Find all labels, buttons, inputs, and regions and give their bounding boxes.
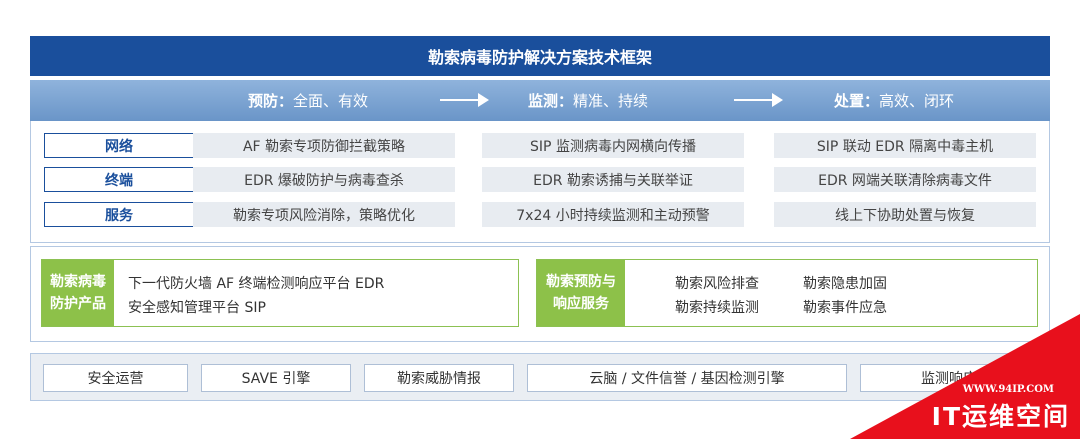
- cell-endpoint-handle: EDR 网端关联清除病毒文件: [774, 167, 1036, 192]
- service-item: 勒索事件应急: [803, 300, 887, 316]
- cell-endpoint-monitor: EDR 勒索诱捕与关联举证: [482, 167, 744, 192]
- cell-network-handle: SIP 联动 EDR 隔离中毒主机: [774, 133, 1036, 158]
- engine-box: SAVE 引擎: [201, 364, 351, 392]
- service-item: 勒索隐患加固: [803, 276, 887, 292]
- services-label-line1: 勒索预防与: [546, 274, 616, 290]
- row-label-network: 网络: [44, 133, 194, 158]
- products-box: 勒索病毒 防护产品 下一代防火墙 AF 终端检测响应平台 EDR 安全感知管理平…: [41, 259, 519, 327]
- engine-box: 安全运营: [43, 364, 188, 392]
- principle-prevent-sep: ：: [278, 92, 294, 110]
- principle-handle-label: 处置: [834, 92, 865, 110]
- service-item: 勒索持续监测: [675, 300, 759, 316]
- watermark-url: WWW.94IP.COM: [962, 384, 1054, 395]
- principles-bar: 预防：全面、有效 监测：精准、持续 处置：高效、闭环: [30, 80, 1050, 121]
- row-label-endpoint: 终端: [44, 167, 194, 192]
- watermark-name: IT运维空间: [931, 402, 1070, 431]
- principle-handle-text: 高效、闭环: [879, 92, 955, 110]
- principle-handle-sep: ：: [864, 92, 880, 110]
- capability-matrix: 网络 AF 勒索专项防御拦截策略 SIP 监测病毒内网横向传播 SIP 联动 E…: [30, 121, 1050, 243]
- engine-box: 云脑 / 文件信誉 / 基因检测引擎: [527, 364, 847, 392]
- services-label-line2: 响应服务: [553, 296, 609, 312]
- services-box: 勒索预防与 响应服务 勒索风险排查 勒索隐患加固 勒索持续监测 勒索事件应急: [536, 259, 1038, 327]
- products-label-line2: 防护产品: [50, 296, 106, 312]
- principle-monitor-label: 监测: [528, 92, 559, 110]
- products-line1: 下一代防火墙 AF 终端检测响应平台 EDR: [128, 276, 385, 292]
- cell-service-prevent: 勒索专项风险消除，策略优化: [193, 202, 455, 227]
- principle-prevent-text: 全面、有效: [293, 92, 369, 110]
- principle-prevent-label: 预防: [248, 92, 279, 110]
- cell-service-monitor: 7x24 小时持续监测和主动预警: [482, 202, 744, 227]
- products-label: 勒索病毒 防护产品: [42, 260, 114, 326]
- principle-monitor-text: 精准、持续: [573, 92, 649, 110]
- products-line2: 安全感知管理平台 SIP: [128, 300, 266, 316]
- cell-network-monitor: SIP 监测病毒内网横向传播: [482, 133, 744, 158]
- products-services-panel: 勒索病毒 防护产品 下一代防火墙 AF 终端检测响应平台 EDR 安全感知管理平…: [30, 246, 1050, 342]
- service-item: 勒索风险排查: [675, 276, 759, 292]
- arrow-right-icon: [734, 93, 783, 107]
- products-label-line1: 勒索病毒: [50, 274, 106, 290]
- principle-prevent: 预防：全面、有效: [248, 80, 368, 121]
- principle-handle: 处置：高效、闭环: [834, 80, 954, 121]
- framework-title: 勒索病毒防护解决方案技术框架: [30, 36, 1050, 76]
- cell-network-prevent: AF 勒索专项防御拦截策略: [193, 133, 455, 158]
- services-label: 勒索预防与 响应服务: [537, 260, 625, 326]
- principle-monitor: 监测：精准、持续: [528, 80, 648, 121]
- row-label-service: 服务: [44, 202, 194, 227]
- cell-service-handle: 线上下协助处置与恢复: [774, 202, 1036, 227]
- cell-endpoint-prevent: EDR 爆破防护与病毒查杀: [193, 167, 455, 192]
- engine-panel: 安全运营 SAVE 引擎 勒索威胁情报 云脑 / 文件信誉 / 基因检测引擎 监…: [30, 353, 1050, 401]
- engine-box: 勒索威胁情报: [364, 364, 514, 392]
- arrow-right-icon: [440, 93, 489, 107]
- principle-monitor-sep: ：: [558, 92, 574, 110]
